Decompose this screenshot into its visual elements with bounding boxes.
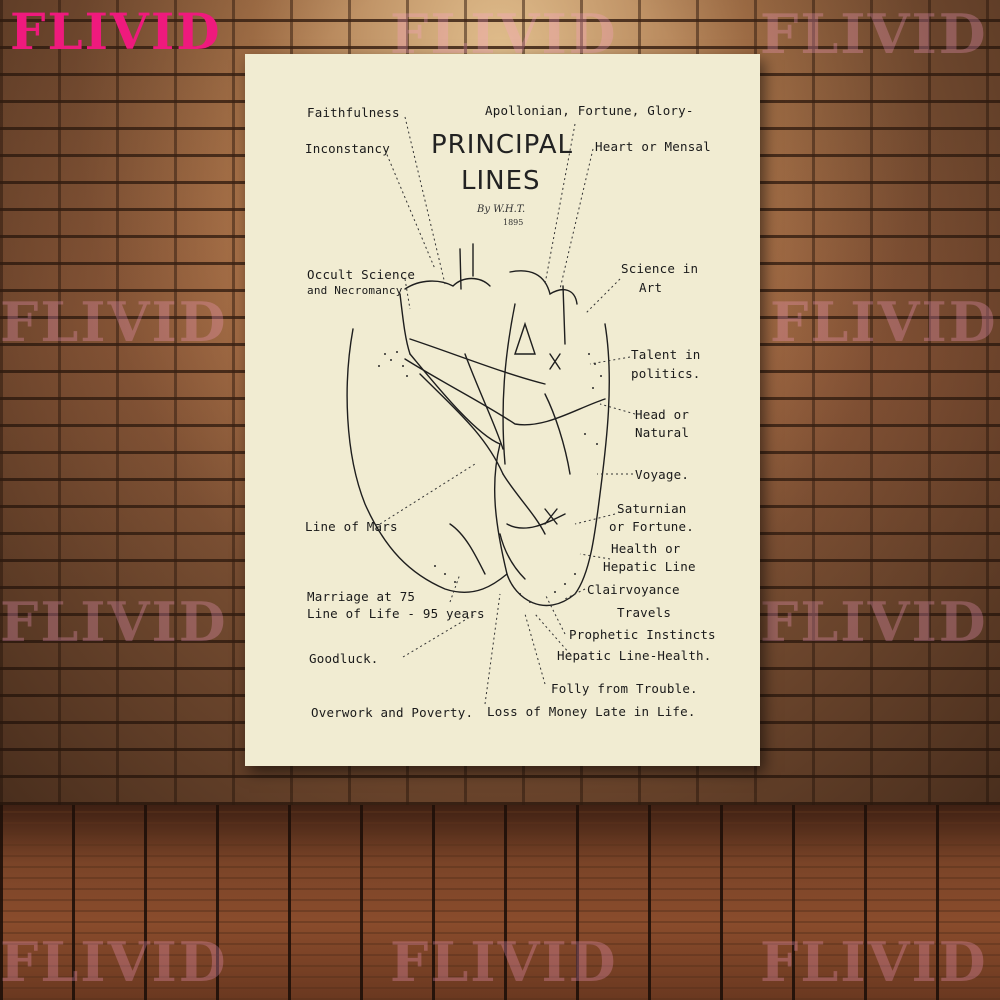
label-prophetic-instincts: Prophetic Instincts [569,627,716,642]
label-art: Art [639,280,663,295]
watermark-logo: FLIVID [0,930,228,994]
poster-canvas: PRINCIPAL LINES By W.H.T. 1895 Faithfuln… [245,54,760,766]
brand-logo: FLIVID [10,2,222,61]
watermark-logo: FLIVID [760,930,988,994]
label-marriage-at: Marriage at 75 [307,589,416,604]
label-line-of-mars: Line of Mars [305,519,398,534]
watermark-logo: FLIVID [770,290,998,354]
label-faithfulness: Faithfulness [307,105,400,120]
poster-title-line1: PRINCIPAL [431,130,573,160]
wooden-floor [0,805,1000,1000]
label-overwork-and-poverty: Overwork and Poverty. [311,705,474,720]
label-goodluck: Goodluck. [309,651,379,666]
label-necromancy: and Necromancy [307,284,403,297]
label-line-of-life: Line of Life - 95 years [307,606,485,621]
author-signature: By W.H.T. [477,204,526,215]
label-clairvoyance: Clairvoyance [587,582,680,597]
label-or-fortune: or Fortune. [609,519,694,534]
label-health-or: Health or [611,541,681,556]
palm-illustration [346,116,636,705]
label-apollonian: Apollonian, Fortune, Glory- [485,103,694,118]
label-occult-science: Occult Science [307,267,416,282]
watermark-logo: FLIVID [0,290,228,354]
label-talent-in: Talent in [631,347,701,362]
watermark-logo: FLIVID [390,930,618,994]
label-science-in: Science in [621,261,699,276]
watermark-logo: FLIVID [0,590,228,654]
label-politics: politics. [631,366,701,381]
label-heart-mensal: Heart or Mensal [595,139,711,154]
label-loss-of-money: Loss of Money Late in Life. [487,704,696,719]
label-saturnian: Saturnian [617,501,687,516]
label-natural: Natural [635,425,690,440]
label-folly-from-trouble: Folly from Trouble. [551,681,698,696]
signature-year: 1895 [503,218,524,227]
label-head-or: Head or [635,407,690,422]
watermark-logo: FLIVID [760,590,988,654]
label-hepatic-line: Hepatic Line [603,559,696,574]
poster-title-line2: LINES [461,166,541,196]
label-hepatic-line-health: Hepatic Line-Health. [557,648,712,663]
label-travels: Travels [617,605,672,620]
label-voyage: Voyage. [635,467,690,482]
watermark-logo: FLIVID [760,2,988,66]
label-inconstancy: Inconstancy [305,141,390,156]
